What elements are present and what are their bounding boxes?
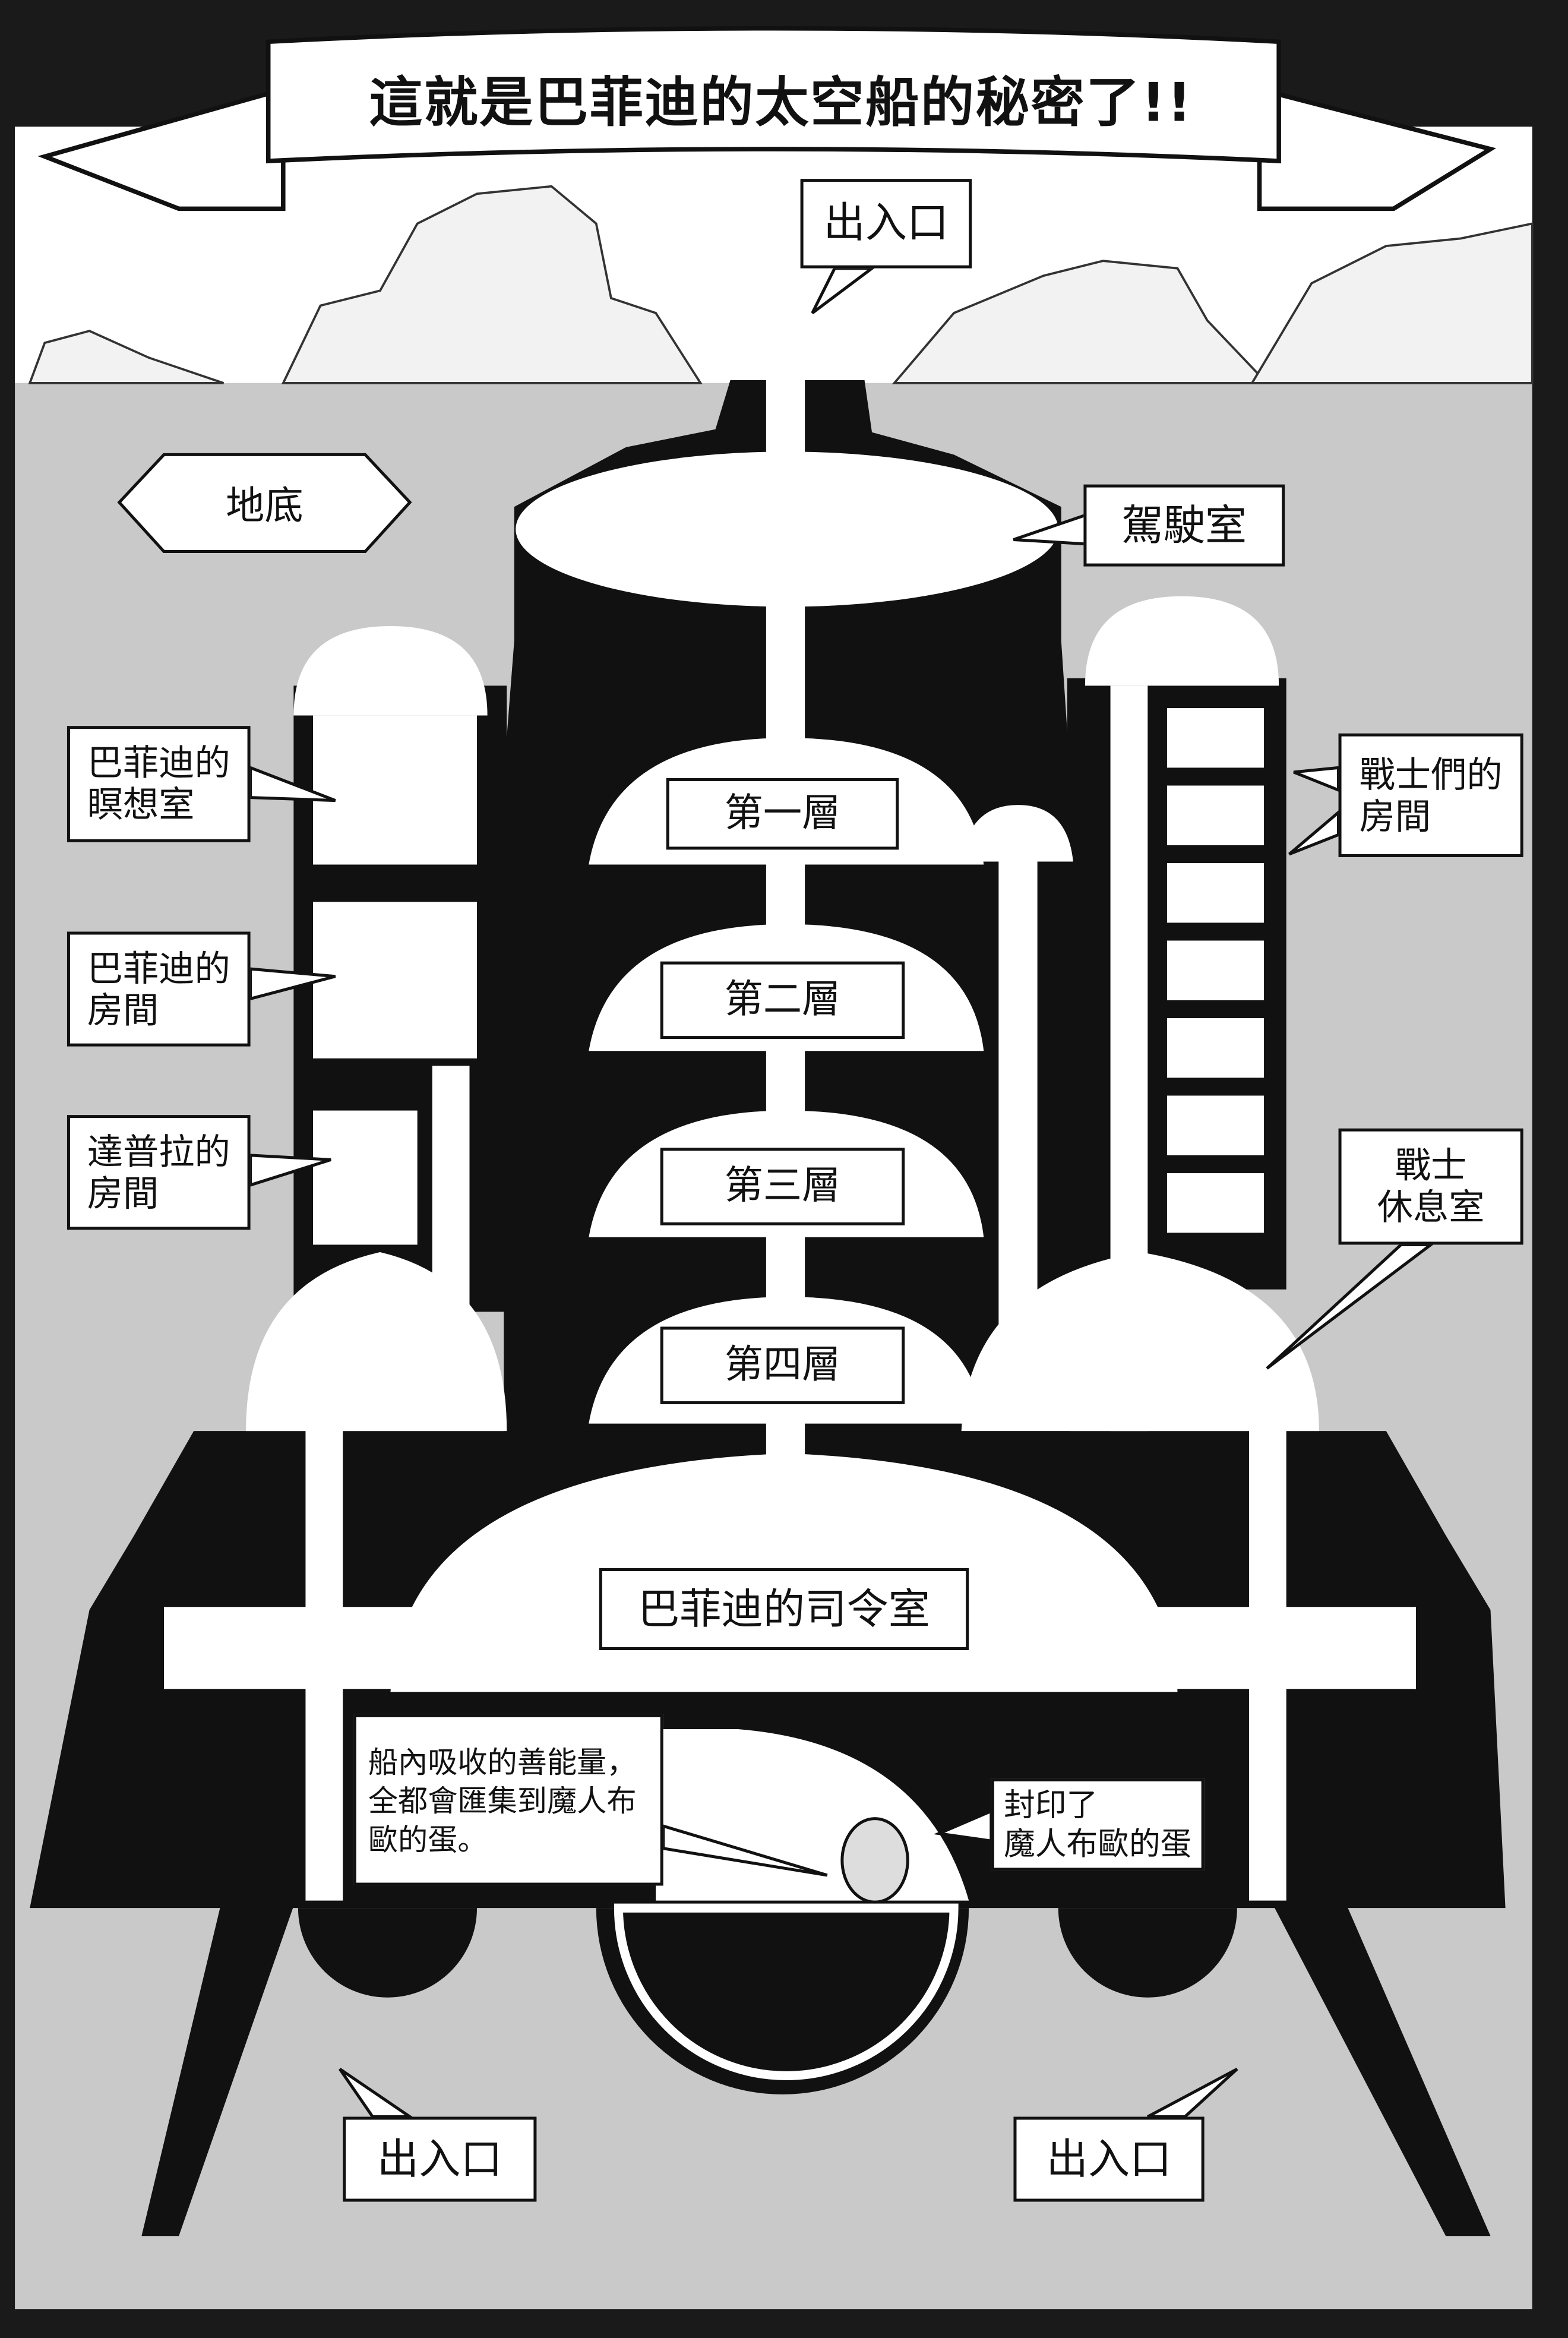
sealed-egg-label: 封印了 魔人布歐的蛋 — [991, 1778, 1205, 1871]
cockpit-label: 駕駛室 — [1083, 484, 1285, 567]
bottom-left-entrance-label: 出入口 — [343, 2116, 537, 2202]
title-banner — [37, 26, 1497, 211]
meditation-room-label: 巴菲迪的 瞑想室 — [67, 726, 251, 842]
warrior-rooms — [1166, 708, 1264, 1233]
page-title: 這就是巴菲迪的太空船的秘密了!! — [369, 72, 1193, 134]
mountains — [28, 185, 1534, 384]
floor-4-label: 第四層 — [660, 1326, 905, 1404]
warriors-rooms-label: 戰士們的 房間 — [1338, 733, 1523, 857]
majin-buu-egg — [840, 1817, 909, 1904]
top-entrance-label: 出入口 — [800, 179, 972, 268]
command-room-label: 巴菲迪的司令室 — [599, 1568, 969, 1651]
floor-2-label: 第二層 — [660, 961, 905, 1040]
warriors-lounge-label: 戰士 休息室 — [1338, 1128, 1523, 1245]
dabura-room-label: 達普拉的 房間 — [67, 1115, 251, 1230]
energy-caption: 船內吸收的善能量， 全都會匯集到魔人布 歐的蛋。 — [353, 1714, 663, 1886]
floor-3-label: 第三層 — [660, 1148, 905, 1225]
underground-label: 地底 — [226, 484, 304, 529]
babidi-room-label: 巴菲迪的 房間 — [67, 931, 251, 1047]
callout-tails — [249, 267, 1436, 2118]
floor-1-label: 第一層 — [666, 778, 899, 850]
bottom-right-entrance-label: 出入口 — [1013, 2116, 1205, 2202]
